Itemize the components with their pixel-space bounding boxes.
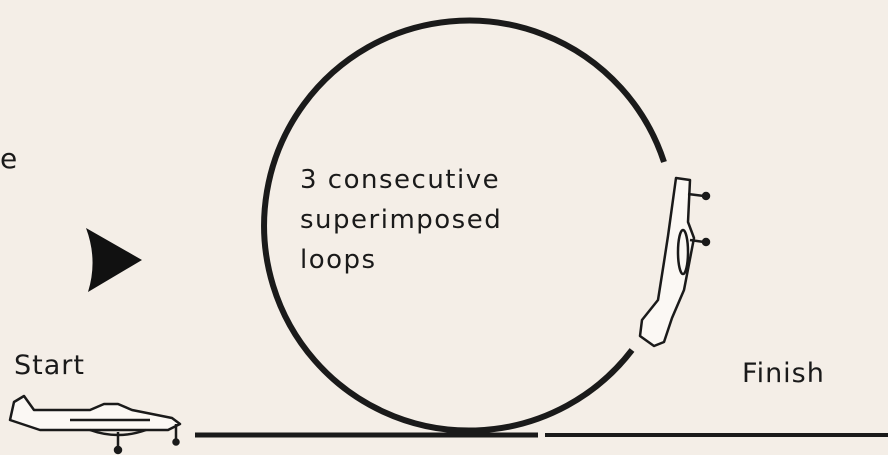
caption-line-1: 3 consecutive — [300, 160, 502, 200]
finish-label: Finish — [742, 358, 825, 389]
airplane-level-icon — [10, 396, 180, 453]
caption-line-2: superimposed — [300, 200, 502, 240]
loop-caption: 3 consecutive superimposed loops — [300, 160, 502, 280]
edge-text-fragment: e — [0, 142, 18, 175]
caption-line-3: loops — [300, 240, 502, 280]
airplane-climbing-icon — [640, 178, 709, 346]
start-label: Start — [14, 350, 85, 381]
direction-arrow-icon — [86, 228, 142, 292]
